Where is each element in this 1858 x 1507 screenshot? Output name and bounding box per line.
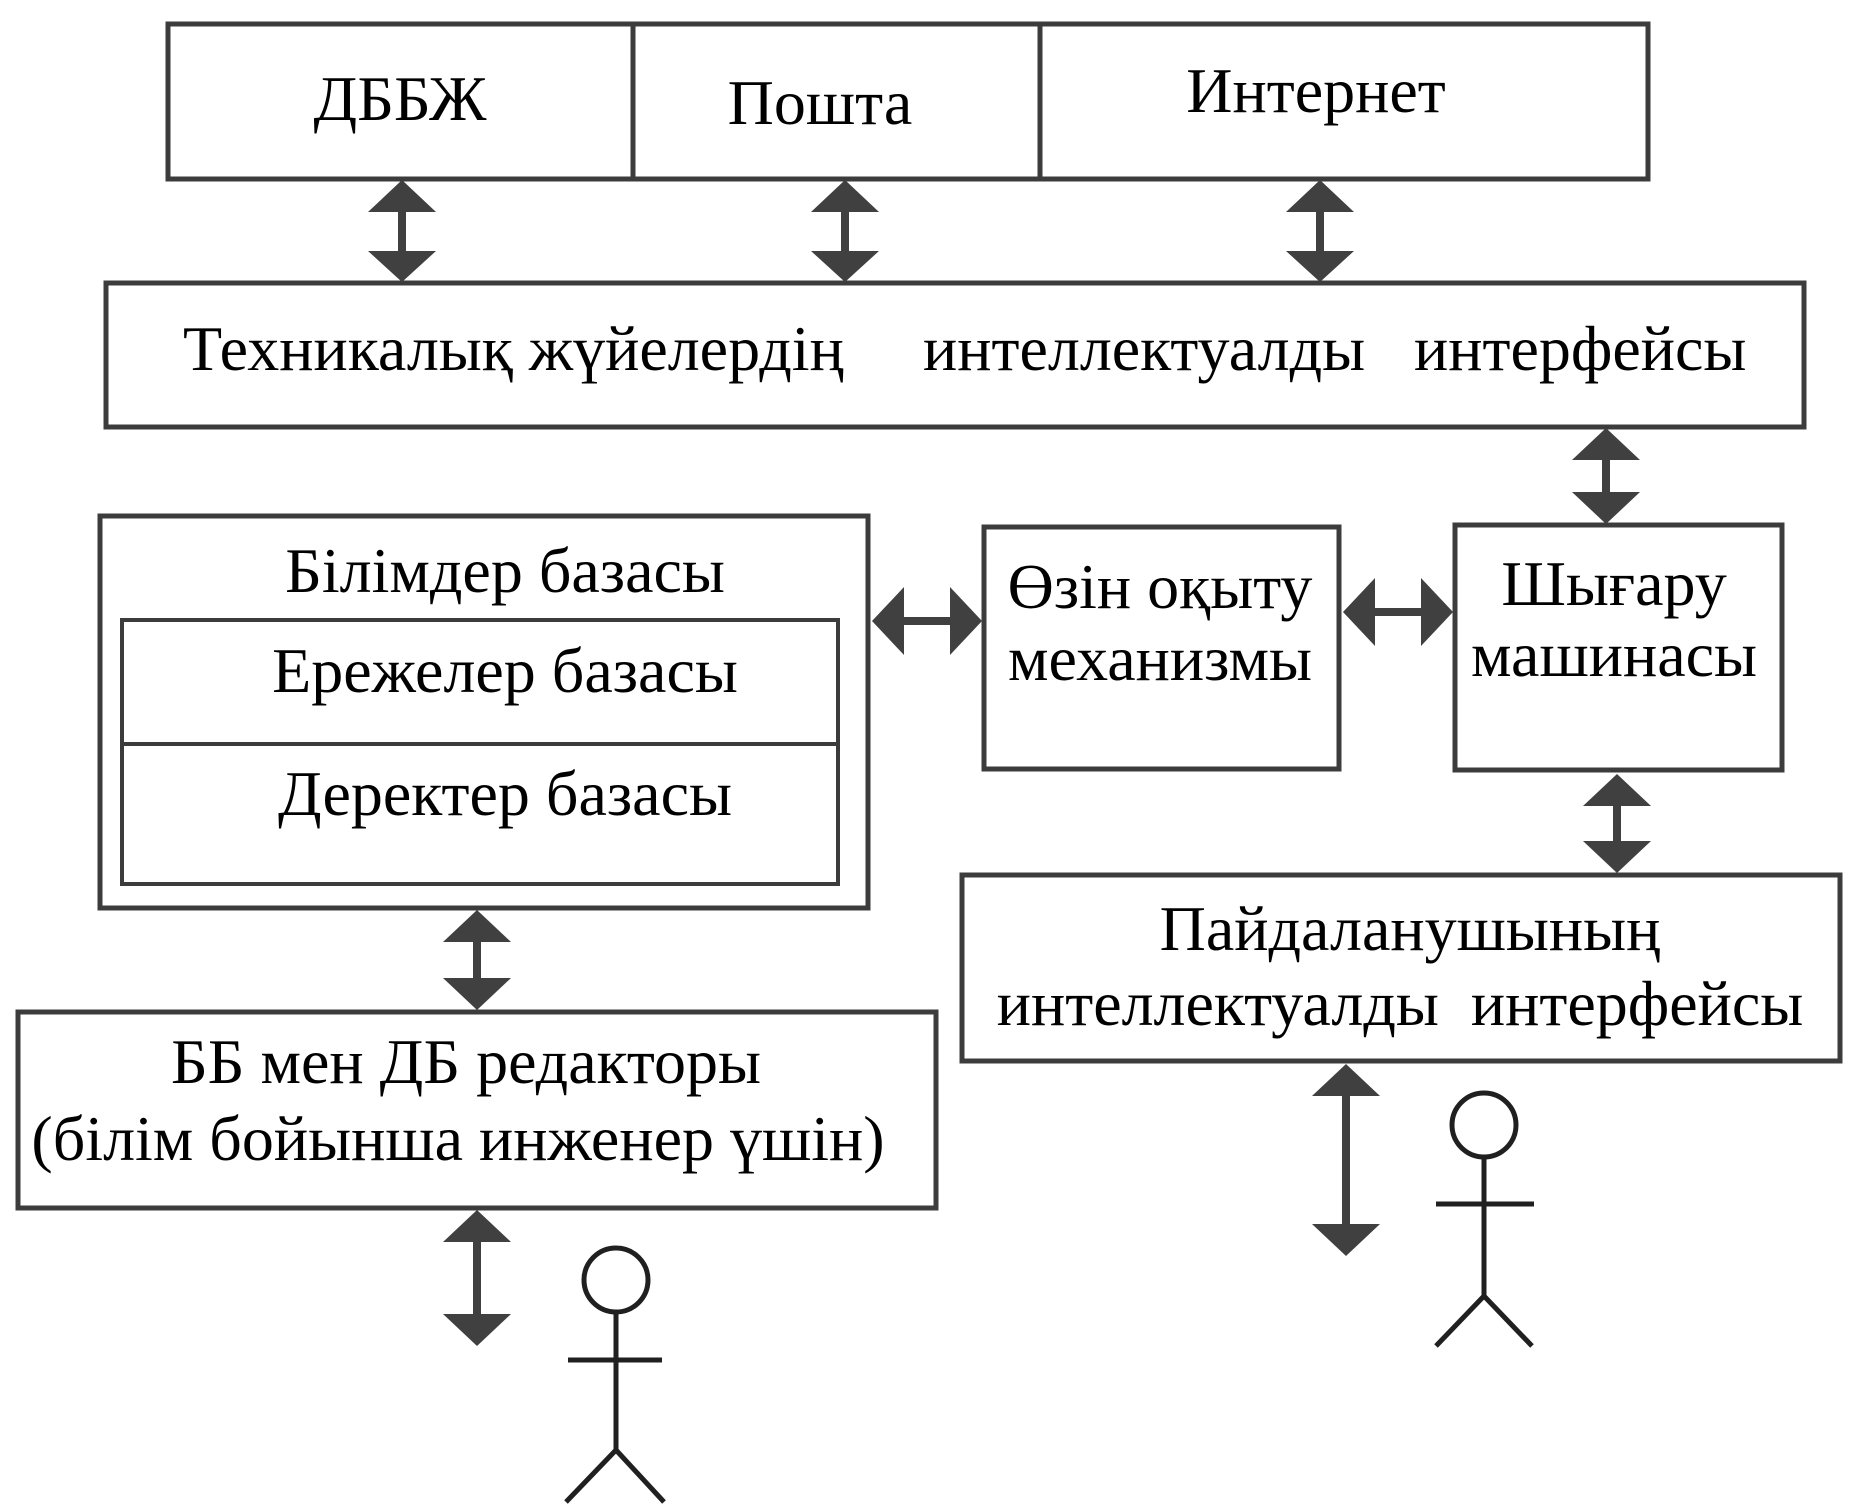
user-interface-box: Пайдаланушының интеллектуалды интерфейсы xyxy=(959,872,1843,1064)
user-interface-line2: интеллектуалды интерфейсы xyxy=(997,968,1804,1039)
arrow-self-learning-inference xyxy=(1343,578,1453,646)
knowledge-base-title: Білімдер базасы xyxy=(285,535,725,606)
inference-line2: машинасы xyxy=(1471,619,1757,690)
inference-frame xyxy=(1452,522,1785,773)
tech-interface-word3: интерфейсы xyxy=(1414,313,1746,384)
self-learning-line2: механизмы xyxy=(1008,623,1312,694)
user-person-icon xyxy=(1434,1090,1534,1348)
arrow-dbms-interface xyxy=(368,180,436,282)
tech-interface-word2: интеллектуалды xyxy=(923,313,1365,384)
knowledge-base-box: Білімдер базасы Ережелер базасы Деректер… xyxy=(97,513,871,911)
inference-line1: Шығару xyxy=(1501,548,1726,619)
mail-label: Пошта xyxy=(728,67,913,138)
editor-frame xyxy=(15,1009,939,1211)
editor-line1: ББ мен ДБ редакторы xyxy=(171,1026,761,1097)
rules-base-label: Ережелер базасы xyxy=(272,635,738,706)
user-interface-frame xyxy=(959,872,1843,1064)
data-base-box xyxy=(120,742,840,886)
arrow-inference-user-interface xyxy=(1583,774,1651,873)
dbms-label: ДББЖ xyxy=(314,63,488,134)
tech-interface-word1: Техникалық жүйелердің xyxy=(183,313,844,384)
external-systems-row: ДББЖ Пошта Интернет xyxy=(165,21,1651,182)
self-learning-line1: Өзін оқыту xyxy=(1008,551,1313,622)
knowledge-base-frame xyxy=(97,513,871,911)
external-systems-frame xyxy=(165,21,1651,182)
arrow-kb-editor xyxy=(443,910,511,1010)
editor-line2: (білім бойынша инженер үшін) xyxy=(31,1103,884,1174)
self-learning-frame xyxy=(981,524,1342,772)
inference-box: Шығару машинасы xyxy=(1452,522,1785,773)
arrow-kb-self-learning xyxy=(872,587,982,655)
user-interface-line1: Пайдаланушының xyxy=(1160,893,1661,964)
tech-interface-frame xyxy=(103,280,1807,430)
self-learning-box: Өзін оқыту механизмы xyxy=(981,524,1342,772)
editor-box: ББ мен ДБ редакторы (білім бойынша инжен… xyxy=(15,1009,939,1211)
arrow-user-interface-user xyxy=(1312,1064,1380,1256)
data-base-label: Деректер базасы xyxy=(278,758,732,829)
internet-label: Интернет xyxy=(1186,55,1446,126)
engineer-person-icon xyxy=(564,1245,666,1504)
arrow-mail-interface xyxy=(811,180,879,282)
arrow-interface-inference xyxy=(1572,428,1640,524)
tech-interface-box: Техникалық жүйелердің интеллектуалды инт… xyxy=(103,280,1807,430)
arrow-editor-engineer xyxy=(443,1210,511,1346)
arrow-internet-interface xyxy=(1286,180,1354,282)
